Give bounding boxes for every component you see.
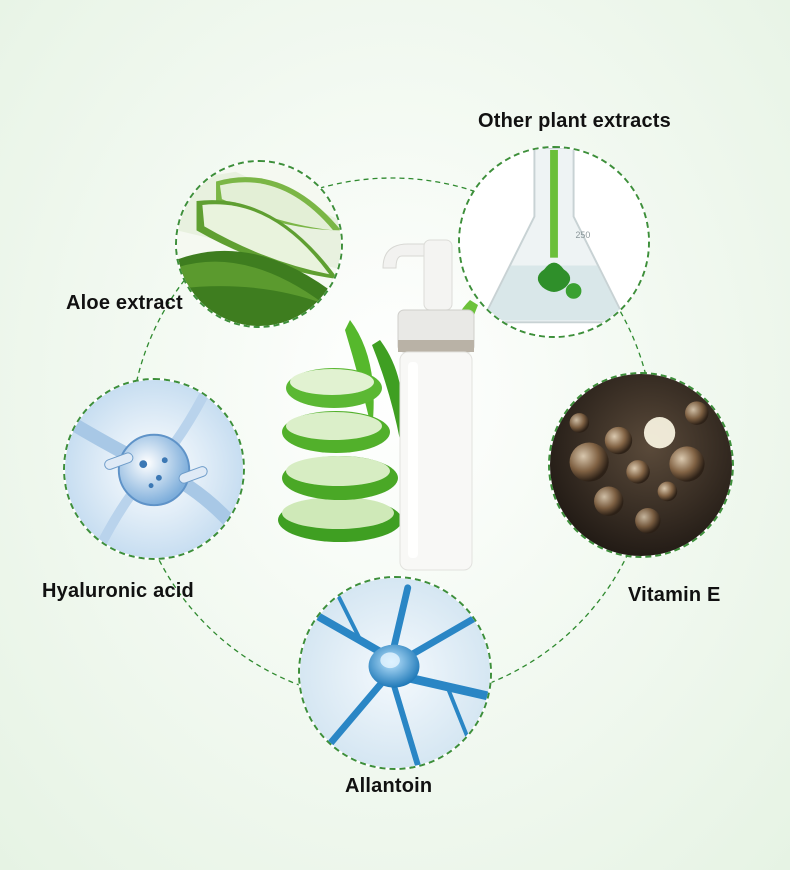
vitamin-e-circle bbox=[548, 372, 734, 558]
label-other-plant-extracts: Other plant extracts bbox=[478, 110, 671, 132]
molecule-icon bbox=[65, 380, 243, 558]
label-allantoin: Allantoin bbox=[345, 775, 433, 797]
flask-icon: 250 bbox=[460, 148, 648, 336]
label-vitamin-e: Vitamin E bbox=[628, 584, 721, 606]
pump-bottle-icon bbox=[382, 239, 475, 571]
label-aloe-extract: Aloe extract bbox=[66, 292, 183, 314]
hyaluronic-acid-circle bbox=[63, 378, 245, 560]
aloe-leaf-icon bbox=[177, 162, 341, 326]
aloe-extract-circle bbox=[175, 160, 343, 328]
flask-mark: 250 bbox=[576, 230, 591, 240]
allantoin-circle bbox=[298, 576, 492, 770]
neuron-icon bbox=[300, 578, 490, 768]
bubbles-icon bbox=[550, 374, 732, 556]
aloe-stack-icon bbox=[278, 368, 402, 542]
label-hyaluronic-acid: Hyaluronic acid bbox=[42, 580, 194, 602]
other-plant-extracts-circle: 250 bbox=[458, 146, 650, 338]
